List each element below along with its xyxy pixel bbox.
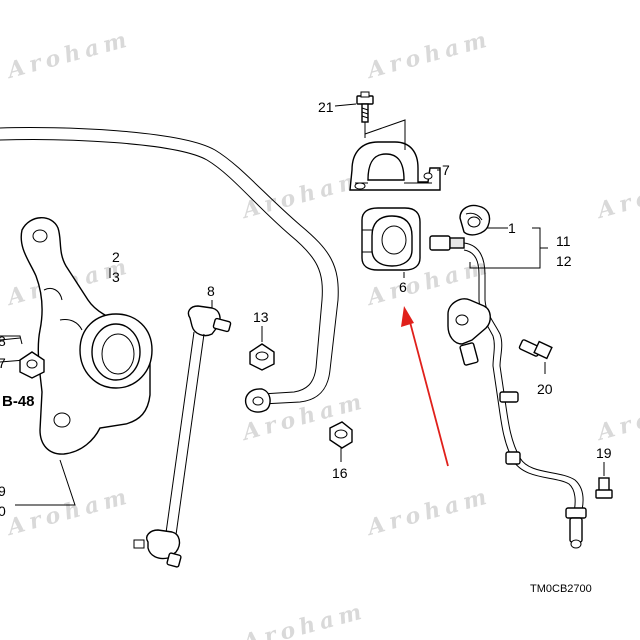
callout-7: 7: [442, 162, 450, 178]
callout-3: 3: [112, 269, 120, 285]
watermark: Aroham: [3, 26, 134, 84]
callout-9-partial: 9: [0, 483, 6, 499]
bolt-19: [595, 477, 613, 499]
callout-11: 11: [556, 233, 571, 249]
callout-21: 21: [318, 99, 334, 115]
bolt-21: [356, 91, 374, 123]
callout-1: 1: [508, 220, 516, 236]
watermark: Aroham: [238, 598, 369, 640]
callout-8: 8: [207, 283, 215, 299]
callout-labels: 21 7 1 11 12 6 2 3 8 13 20 16 19 8 7 9 0…: [0, 99, 612, 595]
callout-6: 6: [399, 279, 407, 295]
steering-knuckle: [0, 217, 153, 455]
callout-12: 12: [556, 253, 572, 269]
callout-19: 19: [596, 445, 612, 461]
watermark: Aroham: [363, 483, 494, 541]
highlight-arrow: [401, 306, 449, 467]
callout-10-partial: 0: [0, 503, 6, 519]
callout-18-partial: 8: [0, 333, 6, 349]
watermark: Aroham: [3, 483, 134, 541]
watermark: Aroham: [593, 388, 640, 446]
callout-17-partial: 7: [0, 355, 6, 371]
leader-lines: [0, 103, 605, 506]
watermark: Aroham: [238, 166, 369, 224]
clip-1: [459, 204, 491, 236]
nut-16: [329, 421, 353, 449]
watermark: Aroham: [593, 166, 640, 224]
reference-label: B-48: [2, 393, 35, 410]
stabilizer-holder-7: [349, 141, 441, 191]
callout-20: 20: [537, 381, 553, 397]
callout-16: 16: [332, 465, 348, 481]
callout-13: 13: [253, 309, 269, 325]
bolt-20: [518, 339, 553, 360]
diagram-code: TM0CB2700: [530, 583, 592, 595]
watermark: Aroham: [363, 26, 494, 84]
nut-13: [249, 343, 275, 371]
stabilizer-bar: [0, 127, 339, 413]
callout-2: 2: [112, 249, 120, 265]
stabilizer-link-8: [133, 305, 232, 568]
stabilizer-bushing-6: [361, 207, 421, 271]
wheel-speed-sensor: [429, 235, 587, 549]
